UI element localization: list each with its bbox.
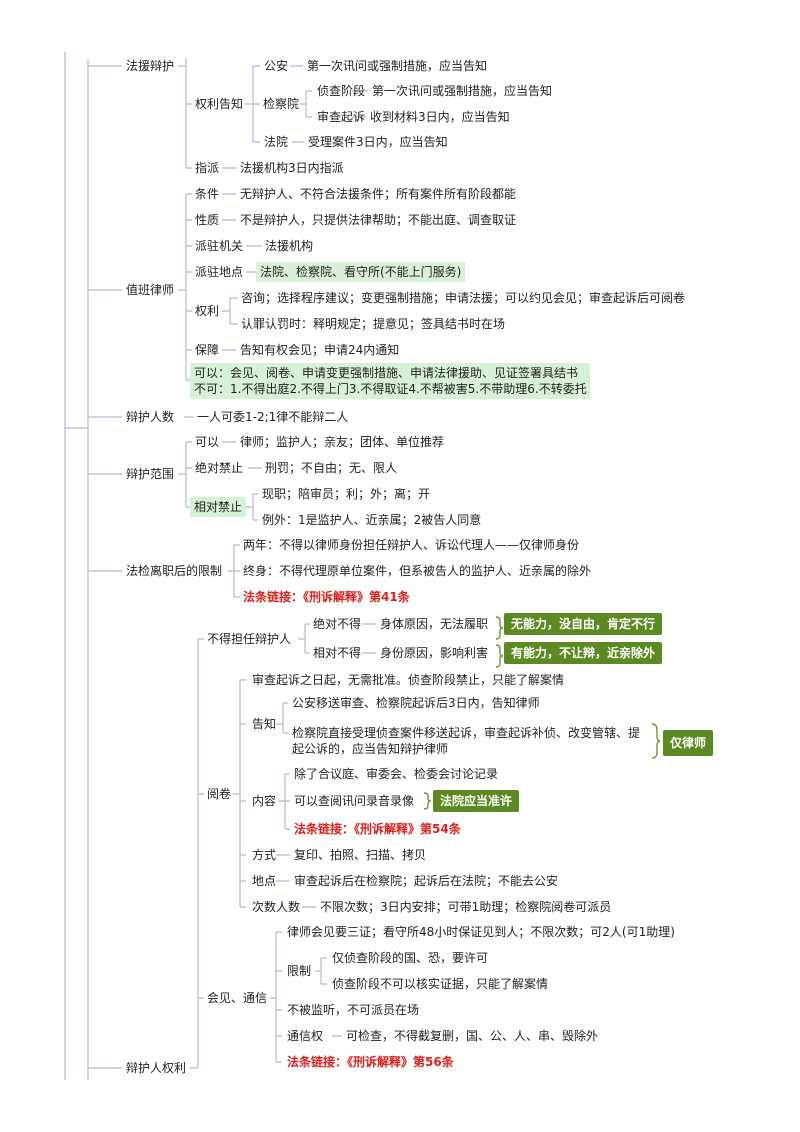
tag-no-ability: 无能力，没自由，肯定不行 (504, 613, 663, 635)
text-investigation-notify: 第一次讯问或强制措施，应当告知 (372, 84, 553, 98)
text-court-notify: 受理案件3日内，应当告知 (308, 135, 448, 149)
node-file-content: 内容 (252, 794, 277, 808)
node-prosecution-review: 审查起诉 (317, 110, 366, 124)
node-meeting-correspondence: 会见、通信 (207, 991, 268, 1005)
node-relatively-cannot: 相对不得 (313, 646, 362, 660)
law-link-56: 法条链接：《刑诉解释》第56条 (287, 1055, 454, 1069)
text-police-notify: 第一次讯问或强制措施，应当告知 (307, 59, 488, 73)
node-absolutely-cannot: 绝对不得 (313, 617, 362, 631)
text-file-frequency: 不限次数；3日内安排；可带1助理；检察院阅卷可派员 (320, 900, 612, 914)
text-two-years: 两年：不得以律师身份担任辩护人、诉讼代理人——仅律师身份 (243, 538, 580, 552)
text-no-monitoring: 不被监听，不可派员在场 (287, 1003, 420, 1017)
text-assignment: 法援机构3日内指派 (240, 161, 344, 175)
law-link-41: 法条链接：《刑诉解释》第41条 (243, 590, 410, 604)
text-lifetime: 终身：不得代理原单位案件，但系被告人的监护人、近亲属的除外 (243, 564, 592, 578)
node-stationing-place: 派驻地点 (195, 265, 244, 279)
text-restriction-permit: 仅侦查阶段的国、恐，要许可 (332, 951, 489, 965)
node-file-frequency: 次数人数 (252, 900, 301, 914)
text-stationing-agency: 法援机构 (265, 239, 314, 253)
text-conditions: 无辩护人、不符合法援条件；所有案件所有阶段都能 (240, 187, 517, 201)
node-nature: 性质 (195, 213, 220, 227)
text-review-notify: 收到材料3日内，应当告知 (370, 110, 510, 124)
text-restriction-evidence: 侦查阶段不可以核实证据，只能了解案情 (332, 977, 549, 991)
node-procuratorate: 检察院 (263, 97, 300, 111)
node-rights-notification: 权利告知 (195, 97, 244, 111)
text-allowed: 律师；监护人；亲友；团体、单位推荐 (240, 435, 445, 449)
node-absolute-prohibition: 绝对禁止 (195, 461, 244, 475)
node-meeting-restriction: 限制 (287, 964, 312, 978)
text-file-method: 复印、拍照、扫描、拷贝 (294, 848, 427, 862)
text-relative-prohibition: 现职；陪审员；利；外；离；开 (262, 487, 431, 501)
node-cannot-serve: 不得担任辩护人 (207, 632, 292, 646)
node-stationing-agency: 派驻机关 (195, 239, 244, 253)
node-correspondence-right: 通信权 (287, 1029, 324, 1043)
node-conditions: 条件 (195, 187, 220, 201)
text-meeting-certificates: 律师会见要三证；看守所48小时保证见到人；不限次数；可2人(可1助理) (287, 925, 675, 939)
text-file-review-start: 审查起诉之日起，无需批准。侦查阶段禁止，只能了解案情 (252, 673, 565, 687)
text-file-content-except: 除了合议庭、审委会、检委会讨论记录 (294, 767, 499, 781)
node-allowed: 可以 (195, 435, 220, 449)
text-stationing-place: 法院、检察院、看守所(不能上门服务) (256, 262, 466, 282)
node-investigation-stage: 侦查阶段 (317, 84, 366, 98)
text-relative-exception: 例外：1是监护人、近亲属；2被告人同意 (262, 513, 482, 527)
law-link-54: 法条链接：《刑诉解释》第54条 (294, 822, 461, 836)
node-defender-rights: 辩护人权利 (126, 1061, 187, 1075)
text-duty-rights-general: 咨询；选择程序建议；变更强制措施；申请法援；可以约见会见；审查起诉后可阅卷 (241, 291, 686, 305)
node-assignment: 指派 (195, 161, 220, 175)
node-duty-lawyer: 值班律师 (126, 283, 175, 297)
text-guarantee: 告知有权会见；申请24内通知 (240, 343, 400, 357)
node-file-review: 阅卷 (207, 787, 232, 801)
text-nature: 不是辩护人，只提供法律帮助；不能出庭、调查取证 (240, 213, 517, 227)
tag-lawyer-only: 仅律师 (663, 730, 714, 756)
node-duty-rights: 权利 (195, 304, 220, 318)
duty-summary-box: 可以：会见、阅卷、申请变更强制措施、申请法律援助、见证签署具结书 不可：1.不得… (190, 363, 590, 399)
node-relative-prohibition: 相对禁止 (190, 497, 247, 517)
text-file-content-recording: 可以查阅讯问录音录像 (294, 794, 415, 808)
node-file-notify: 告知 (252, 717, 277, 731)
text-defender-count: 一人可委1-2;1律不能辩二人 (197, 410, 349, 424)
text-absolutely-cannot: 身体原因，无法履职 (380, 617, 489, 631)
node-defender-count: 辩护人数 (126, 410, 175, 424)
text-file-notify-proc-2: 起公诉的，应当告知辩护律师 (292, 742, 449, 756)
node-police: 公安 (264, 59, 289, 73)
text-file-notify-police: 公安移送审查、检察院起诉后3日内，告知律师 (292, 696, 540, 710)
text-duty-rights-plea: 认罪认罚时：释明规定；提意见；签具结书时在场 (241, 317, 506, 331)
node-guarantee: 保障 (195, 343, 220, 357)
node-legal-aid-defense: 法援辩护 (126, 59, 175, 73)
node-defense-scope: 辩护范围 (126, 467, 175, 481)
node-court: 法院 (264, 135, 289, 149)
text-file-notify-proc-1: 检察院直接受理侦查案件移送起诉，审查起诉补侦、改变管辖、提 (292, 726, 641, 740)
tag-court-permit: 法院应当准许 (433, 790, 520, 812)
text-relatively-cannot: 身份原因，影响利害 (380, 646, 489, 660)
tag-has-ability: 有能力，不让辩，近亲除外 (504, 642, 663, 664)
text-correspondence-right: 可检查，不得截复删，国、公、人、串、毁除外 (346, 1029, 599, 1043)
node-file-method: 方式 (252, 848, 277, 862)
text-duty-can: 可以：会见、阅卷、申请变更强制措施、申请法律援助、见证签署具结书 (194, 366, 579, 380)
text-file-location: 审查起诉后在检察院；起诉后在法院；不能去公安 (294, 874, 559, 888)
node-post-resignation-limits: 法检离职后的限制 (126, 564, 223, 578)
node-file-location: 地点 (252, 874, 277, 888)
text-absolute-prohibition: 刑罚；不自由；无、限人 (265, 461, 398, 475)
text-duty-cannot: 不可：1.不得出庭2.不得上门3.不得取证4.不帮被害5.不带助理6.不转委托 (194, 382, 587, 396)
